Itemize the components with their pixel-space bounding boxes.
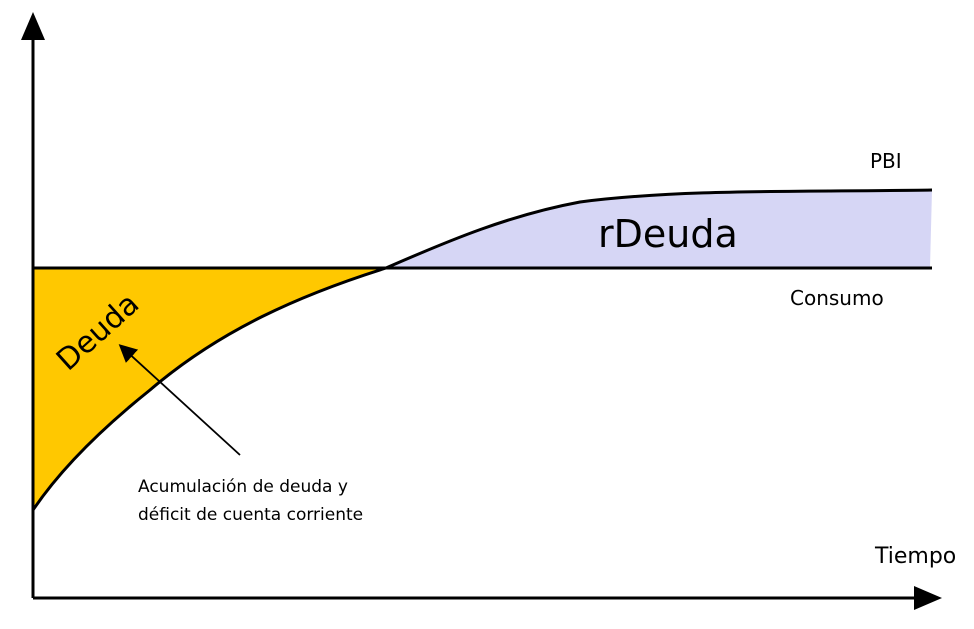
- annotation-line-2: déficit de cuenta corriente: [138, 505, 363, 525]
- annotation-arrow: [118, 344, 241, 456]
- x-axis-label: Tiempo: [874, 544, 956, 569]
- rdeuda-label: rDeuda: [598, 212, 738, 256]
- rdeuda-region: [386, 190, 932, 268]
- consumo-label: Consumo: [790, 286, 884, 310]
- pbi-curve: [31, 188, 933, 511]
- y-axis-arrow-icon: [21, 12, 45, 40]
- deuda-region: [33, 268, 386, 510]
- x-axis-arrow-icon: [914, 586, 942, 610]
- pbi-label: PBI: [870, 149, 902, 173]
- annotation-line-1: Acumulación de deuda y: [138, 477, 348, 497]
